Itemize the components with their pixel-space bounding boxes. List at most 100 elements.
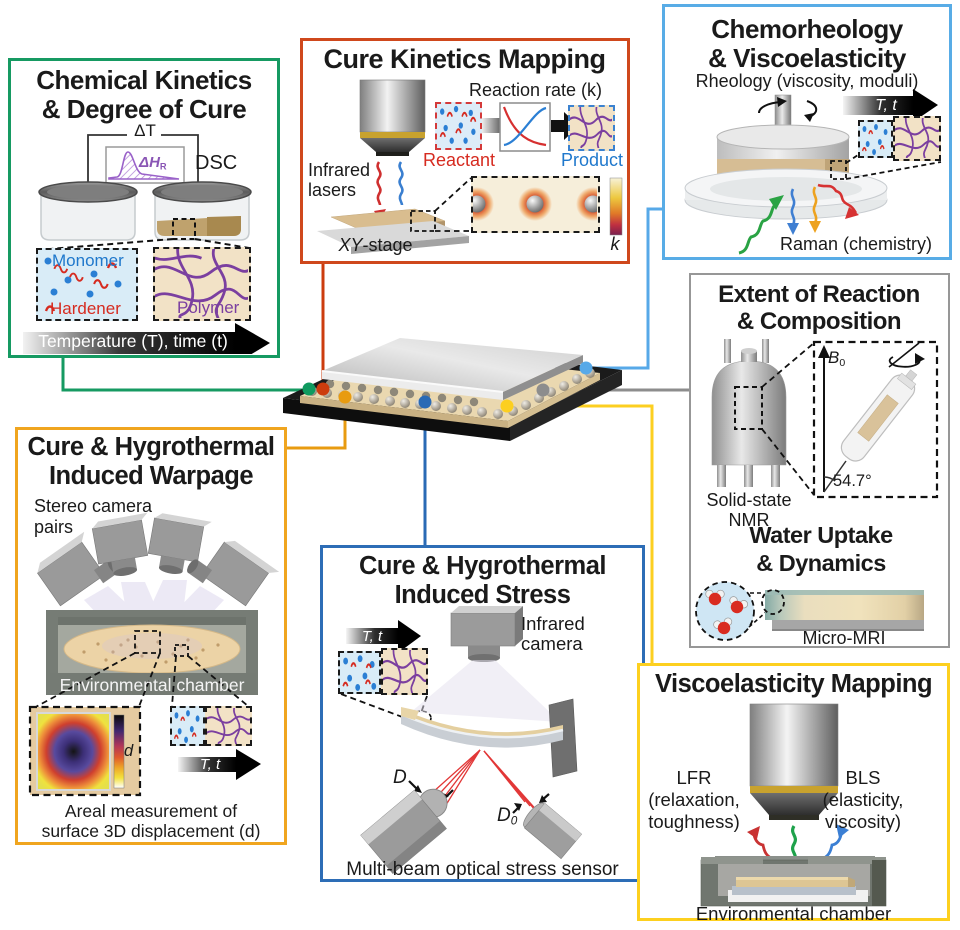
stress-sensor-camera [360, 788, 448, 874]
tt-arrow-label: T, t [875, 97, 897, 114]
lfr-label-line2: (relaxation, [648, 789, 740, 810]
monomer-hardener-box: Monomer Hardener [36, 248, 138, 321]
magic-angle-label: 54.7° [833, 472, 872, 490]
micro-mri-label: Micro-MRI [802, 628, 886, 648]
panel-cure-kinetics-mapping: Cure Kinetics Mapping [300, 38, 630, 264]
reference-sensor [523, 802, 583, 860]
panel-viscoelasticity-mapping: Viscoelasticity Mapping [637, 663, 950, 924]
infrared-lasers-label-line1: Infrared [308, 160, 371, 180]
panel-title-line2: & Composition [736, 308, 902, 335]
tt-arrow-label: T, t [361, 628, 383, 645]
product-label: Product [560, 150, 624, 170]
monomer-zoom-box [858, 120, 893, 158]
panel-title-line1: Chemical Kinetics [36, 65, 252, 95]
warpage-caption-line2: surface 3D displacement (d) [41, 821, 261, 841]
connector-chemical-kinetics [61, 358, 306, 392]
panel-title-line2: & Degree of Cure [41, 94, 247, 124]
warpage-caption-line1: Areal measurement of [64, 801, 238, 821]
stress-illustration [340, 606, 583, 874]
viscoelasticity-illustration [700, 703, 887, 907]
panel-title-line2: & Viscoelasticity [708, 43, 906, 73]
infrared-camera-label-line2: camera [521, 633, 583, 654]
panel-title-line1: Cure & Hygrothermal [27, 433, 275, 461]
rheometer-illustration [684, 89, 942, 255]
polymer-zoom-box [205, 706, 252, 746]
k-colorbar-label: k [610, 234, 620, 254]
polymer-zoom-box [893, 116, 941, 161]
dsc-label: DSC [195, 152, 238, 174]
dot-stress [418, 395, 432, 409]
bls-label-line1: BLS [845, 767, 881, 788]
polymer-box: Polymer [153, 247, 251, 321]
monomer-zoom-box [170, 706, 205, 746]
panel-warpage: Cure & Hygrothermal Induced Warpage Ster… [15, 427, 287, 845]
stereo-cameras [37, 512, 280, 607]
d-colorbar-label: d [124, 742, 134, 760]
chip-package-illustration [283, 338, 622, 441]
beam-spacing-d0-label: D0 [497, 805, 518, 828]
polymer-network-pattern [895, 118, 939, 158]
lfr-label-line3: toughness) [648, 811, 740, 832]
infrared-camera-label-line1: Infrared [521, 613, 585, 634]
infrared-lasers-label-line2: lasers [308, 180, 357, 200]
rheology-subtitle: Rheology (viscosity, moduli) [695, 71, 919, 91]
product-box [568, 105, 615, 151]
bls-label-line3: viscosity) [824, 811, 902, 832]
dot-chemical-kinetics [302, 382, 316, 396]
nmr-illustration [695, 339, 939, 641]
monomer-label: Monomer [52, 251, 124, 270]
hardener-label: Hardener [50, 299, 121, 318]
tt-arrow-label: T, t [199, 756, 221, 773]
reaction-rate-label: Reaction rate (k) [468, 80, 603, 100]
lfr-label-line1: LFR [676, 767, 712, 788]
monomer-zoom-box [338, 651, 381, 694]
stereo-camera-label-line1: Stereo camera [34, 496, 153, 516]
panel-title: Viscoelasticity Mapping [654, 670, 933, 698]
reactant-box [435, 102, 482, 150]
polymer-label: Polymer [177, 298, 240, 317]
dot-warpage [338, 390, 352, 404]
environmental-chamber-label: Environmental chamber [59, 675, 245, 695]
water-uptake-title-line1: Water Uptake [749, 522, 893, 548]
panel-title-line2: Induced Warpage [48, 462, 254, 490]
environmental-chamber-label: Environmental chamber [695, 903, 892, 924]
raman-label: Raman (chemistry) [779, 234, 933, 254]
temperature-time-axis-label: Temperature (T), time (t) [38, 331, 228, 351]
panel-stress: Cure & Hygrothermal Induced Stress [320, 545, 645, 882]
product-pattern [570, 107, 612, 148]
dot-viscoelasticity [500, 399, 514, 413]
panel-extent-of-reaction: Extent of Reaction & Composition [689, 273, 950, 648]
monomer-pattern [342, 655, 377, 691]
reactant-label: Reactant [422, 150, 496, 170]
dot-chemorheology [579, 361, 593, 375]
laser-spot-map [473, 187, 597, 221]
delta-t-label: ΔT [134, 121, 156, 140]
xy-stage-label: XY-stage [338, 235, 413, 255]
panel-title: Cure Kinetics Mapping [323, 44, 606, 74]
beam-spacing-d-label: D [393, 767, 407, 788]
stereo-camera-label-line2: pairs [34, 517, 74, 537]
reactant-pattern [439, 105, 477, 144]
panel-chemorheology: Chemorheology & Viscoelasticity Rheology… [662, 4, 952, 260]
b0-label: B0 [828, 348, 846, 369]
stress-caption: Multi-beam optical stress sensor [346, 859, 619, 880]
panel-chemical-kinetics: Chemical Kinetics & Degree of Cure [8, 58, 280, 358]
delta-h-label: ΔHR [139, 154, 167, 172]
dot-extent [536, 383, 550, 397]
nmr-label-line1: Solid-state [706, 490, 792, 510]
polymer-zoom-box [381, 648, 428, 695]
polymer-network-pattern [383, 650, 426, 693]
polymer-network-pattern [155, 249, 248, 318]
dsc-illustration [23, 134, 270, 354]
polymer-network-pattern [207, 708, 250, 744]
water-molecules [705, 589, 749, 635]
panel-title-line2: Induced Stress [394, 581, 571, 609]
monomer-pattern [44, 257, 122, 312]
water-uptake-title-line2: & Dynamics [756, 550, 886, 576]
nmr-label-line2: NMR [728, 510, 770, 530]
cure-kinetics-illustration [317, 79, 623, 254]
monomer-pattern [173, 710, 200, 743]
warpage-illustration [28, 512, 280, 797]
